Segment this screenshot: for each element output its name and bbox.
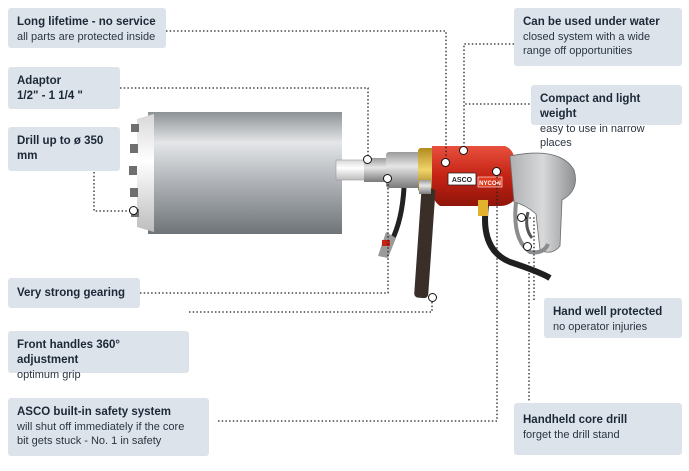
callout-title: Very strong gearing [17,287,126,299]
callout-safety-system: ASCO built-in safety system will shut of… [8,398,209,456]
callout-subtitle: forget the drill stand [523,429,620,441]
callout-subtitle: mm [17,150,38,162]
marker-dot-lifetime [441,158,450,167]
marker-dot-compact [459,146,468,155]
callout-subtitle: will shut off immediately if the core [17,421,185,433]
callout-title: Can be used under water [523,16,660,28]
marker-dot-gearing [383,174,392,183]
brand-label-nycon: NYCON [479,181,501,187]
callout-subtitle: 1/2" - 1 1/4 " [17,90,83,102]
callout-long-lifetime: Long lifetime - no service all parts are… [8,8,166,48]
callout-subtitle: optimum grip [17,369,81,381]
callout-subtitle: all parts are protected inside [17,31,156,43]
callout-subtitle-2: bit gets stuck - No. 1 in safety [17,435,162,447]
core-bit [129,112,367,234]
callout-title: Adaptor [17,75,62,87]
callout-title: Front handles 360° adjustment [17,339,121,366]
callout-drill-size: Drill up to ø 350 mm [8,127,120,171]
callout-compact: Compact and light weight easy to use in … [531,85,682,149]
callout-title: ASCO built-in safety system [17,406,172,418]
callout-hand-protected: Hand well protected no operator injuries [544,298,682,338]
callout-strong-gearing: Very strong gearing [8,278,140,308]
callout-title: Hand well protected [553,306,663,318]
callout-title: Handheld core drill [523,414,628,426]
marker-dot-hand [517,213,526,222]
brand-label-asco: ASCO [452,177,473,184]
callout-subtitle: no operator injuries [553,321,648,333]
callout-adaptor: Adaptor 1/2" - 1 1/4 " [8,67,120,109]
callout-title: Long lifetime - no service [17,16,156,28]
marker-dot-adaptor [363,155,372,164]
marker-dot-safety [492,167,501,176]
callout-subtitle: easy to use in narrow places [540,123,645,149]
callout-handheld-drill: Handheld core drill forget the drill sta… [514,403,682,455]
callout-under-water: Can be used under water closed system wi… [514,8,682,66]
marker-dot-handheld [523,242,532,251]
marker-dot-drill [129,206,138,215]
callout-title: Drill up to ø 350 [17,135,104,147]
callout-front-handles: Front handles 360° adjustment optimum gr… [8,331,189,381]
callout-subtitle-2: range off opportunities [523,45,633,57]
marker-dot-handles [428,293,437,302]
callout-title: Compact and light weight [540,93,641,120]
callout-subtitle: closed system with a wide [523,31,651,43]
